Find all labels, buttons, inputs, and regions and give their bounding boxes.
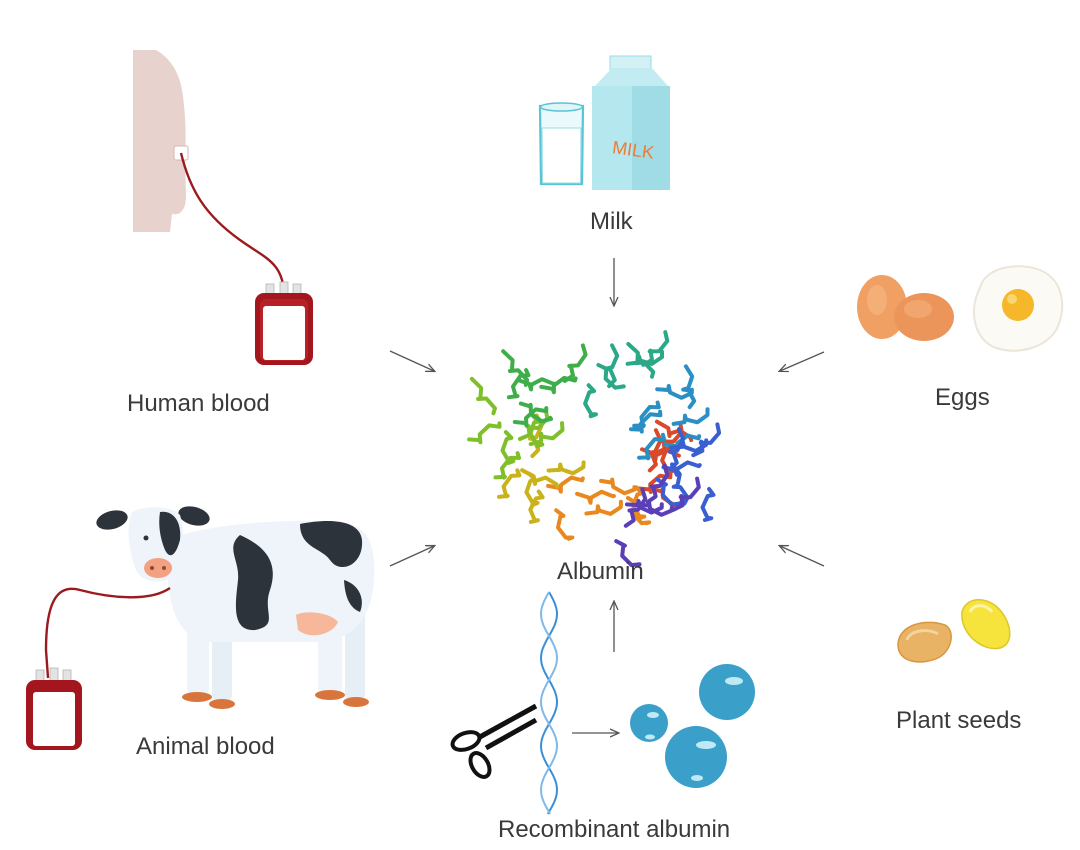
- protein-ribbon-segment: [671, 476, 701, 512]
- protein-ribbon-segment: [506, 368, 531, 400]
- eggs-icon: [857, 275, 954, 341]
- protein-ribbon-segment: [528, 489, 545, 524]
- scissors-icon: [450, 703, 538, 779]
- recombinant-albumin-label: Recombinant albumin: [498, 816, 731, 843]
- protein-ribbon-segment: [623, 487, 648, 528]
- milk-label: Milk: [590, 208, 633, 235]
- protein-ribbon-segment: [632, 400, 661, 429]
- protein-ribbon-segment: [645, 463, 670, 504]
- protein-ribbon-segment: [546, 460, 586, 476]
- protein-ribbon-segment: [700, 487, 716, 522]
- eggs-label: Eggs: [935, 384, 990, 411]
- blood-tube-animal: [44, 586, 171, 679]
- albumin-protein-icon: [467, 330, 722, 568]
- blood-bag-icon: [255, 281, 313, 365]
- protein-ribbon-segment: [655, 477, 682, 507]
- protein-ribbon-segment: [584, 499, 623, 516]
- fried-egg-icon: [972, 265, 1064, 352]
- protein-ribbon-segment: [637, 432, 667, 461]
- cow-icon: [96, 506, 375, 709]
- protein-ribbon-segment: [528, 421, 565, 447]
- protein-ribbon-segment: [669, 438, 709, 453]
- protein-ribbon-segment: [671, 407, 710, 426]
- protein-ribbon-segment: [497, 468, 522, 499]
- protein-ribbon-segment: [604, 343, 620, 389]
- dna-helix-icon: [539, 591, 559, 815]
- arrows: [389, 258, 825, 733]
- protein-ribbon-segment: [562, 343, 588, 383]
- protein-ribbon-segment: [546, 475, 585, 494]
- protein-ribbon-segment: [629, 409, 663, 434]
- protein-ribbon-segment: [635, 500, 674, 517]
- protein-ribbon-segment: [691, 422, 722, 458]
- protein-ribbon-segment: [512, 406, 549, 428]
- albumin-label: Albumin: [557, 558, 644, 585]
- protein-ribbon-segment: [493, 451, 521, 480]
- protein-ribbon-segment: [575, 489, 616, 505]
- milk-glass-icon: [538, 102, 585, 186]
- protein-ribbon-segment: [501, 349, 530, 387]
- arrow-human-blood: [389, 350, 434, 371]
- protein-ribbon-segment: [637, 472, 673, 494]
- protein-ribbon-segment: [469, 376, 497, 416]
- protein-ribbon-segment: [524, 471, 540, 507]
- blood-bag-icon-animal: [26, 667, 82, 750]
- protein-ribbon-segment: [467, 421, 502, 445]
- blood-tube-human: [179, 152, 286, 293]
- human-blood-label: Human blood: [127, 390, 270, 417]
- protein-ribbon-segment: [599, 477, 637, 496]
- arrow-plant-seeds: [780, 546, 825, 567]
- milk-carton-icon: MILK: [592, 55, 670, 190]
- protein-ribbon-segment: [681, 364, 697, 410]
- protein-ribbon-segment: [539, 375, 578, 395]
- protein-ribbon-segment: [583, 383, 598, 419]
- albumin-bubbles-icon: [630, 664, 755, 788]
- plant-seeds-icon: [897, 599, 1011, 663]
- arrow-eggs: [780, 351, 825, 371]
- human-silhouette-icon: [133, 50, 189, 232]
- arrow-animal-blood: [389, 546, 434, 567]
- protein-ribbon-segment: [500, 430, 516, 465]
- protein-ribbon-segment: [626, 342, 656, 379]
- protein-ribbon-segment: [668, 427, 686, 471]
- protein-ribbon-segment: [641, 330, 670, 367]
- plant-seeds-label: Plant seeds: [896, 707, 1022, 734]
- animal-blood-label: Animal blood: [136, 733, 275, 760]
- protein-ribbon-segment: [614, 539, 642, 568]
- protein-ribbon-segment: [554, 508, 575, 541]
